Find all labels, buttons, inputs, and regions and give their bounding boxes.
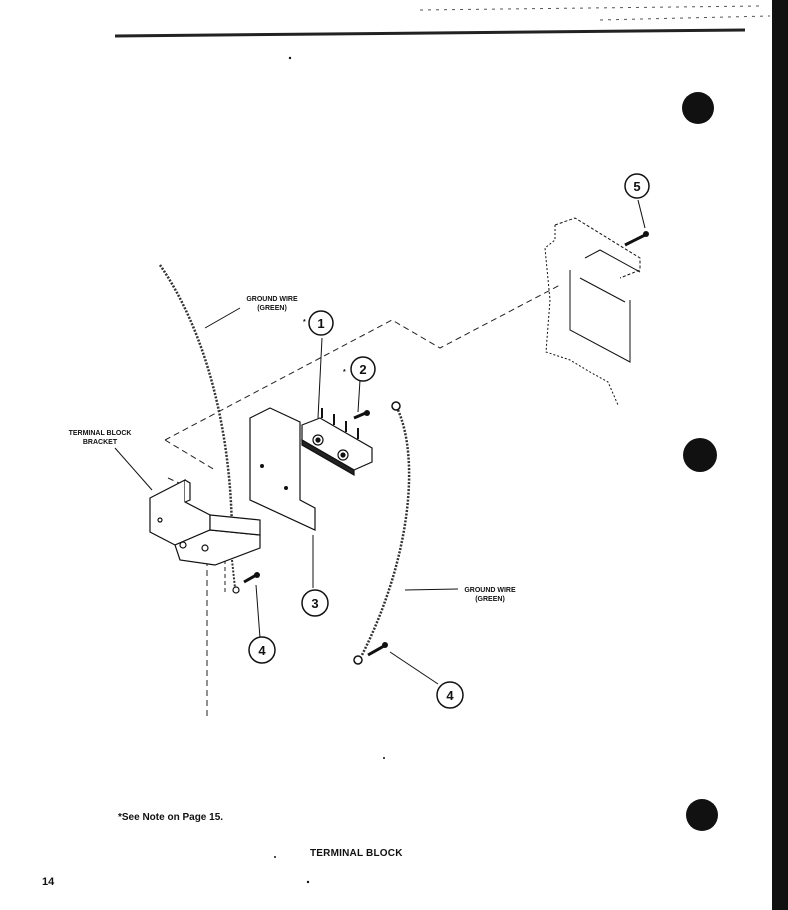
binder-hole-top bbox=[682, 92, 714, 124]
leader-4-left bbox=[255, 584, 261, 639]
svg-text:5: 5 bbox=[633, 179, 640, 194]
leader-ground-wire-bottom bbox=[404, 588, 459, 591]
label-terminal-block-bracket-2: BRACKET bbox=[83, 439, 118, 446]
label-ground-wire-bottom-1: GROUND WIRE bbox=[464, 587, 516, 594]
leader-1 bbox=[317, 337, 323, 419]
svg-text:4: 4 bbox=[446, 688, 454, 703]
top-scan-rule bbox=[114, 28, 746, 38]
screw-4-left-head bbox=[254, 572, 260, 578]
ground-wire-right bbox=[360, 409, 411, 656]
svg-text:1: 1 bbox=[317, 316, 324, 331]
callout-4-right: 4 bbox=[436, 681, 464, 709]
ground-wire-left-end bbox=[231, 559, 236, 589]
label-ground-wire-bottom-2: (GREEN) bbox=[475, 596, 505, 603]
binder-hole-middle bbox=[683, 438, 717, 472]
speck bbox=[306, 880, 310, 884]
label-ground-wire-top-1: GROUND WIRE bbox=[246, 296, 298, 303]
speck bbox=[383, 757, 385, 759]
label-ground-wire-top-2: (GREEN) bbox=[257, 305, 287, 312]
svg-text:3: 3 bbox=[311, 596, 318, 611]
svg-text:4: 4 bbox=[258, 643, 266, 658]
leader-2 bbox=[357, 379, 361, 413]
binder-hole-bottom bbox=[686, 799, 718, 831]
wire-terminal-left bbox=[232, 586, 240, 594]
control-box-panel bbox=[544, 217, 641, 406]
screw-5-head bbox=[643, 231, 649, 237]
screw-4-right-head bbox=[382, 642, 388, 648]
plate-hole-1 bbox=[260, 464, 264, 468]
svg-text:2: 2 bbox=[359, 362, 366, 377]
asterisk-1: * bbox=[303, 319, 306, 326]
leader-terminal-block-bracket bbox=[114, 447, 153, 491]
speck bbox=[288, 56, 292, 60]
page-number: 14 bbox=[42, 876, 55, 888]
plate-hole-2 bbox=[284, 486, 288, 490]
speck bbox=[274, 856, 276, 858]
terminal-block-bracket bbox=[149, 479, 261, 566]
footnote: *See Note on Page 15. bbox=[118, 812, 224, 823]
label-terminal-block-bracket-1: TERMINAL BLOCK bbox=[69, 430, 132, 437]
callout-5: 5 bbox=[624, 173, 650, 199]
asterisk-2: * bbox=[343, 369, 346, 376]
leader-5 bbox=[637, 199, 646, 229]
screw-4-right bbox=[367, 644, 385, 657]
ground-wire-left bbox=[158, 264, 234, 541]
callout-3: 3 bbox=[301, 589, 329, 617]
leader-4-right bbox=[389, 651, 439, 685]
screw-2-head bbox=[364, 410, 370, 416]
right-scan-edge bbox=[772, 0, 788, 910]
insulator-plate bbox=[249, 407, 316, 531]
screw-5 bbox=[624, 233, 646, 247]
leader-ground-wire-top bbox=[204, 307, 241, 329]
top-scan-noise bbox=[419, 5, 771, 21]
callout-2: 2 bbox=[350, 356, 376, 382]
figure-title: TERMINAL BLOCK bbox=[310, 848, 403, 859]
callout-4-left: 4 bbox=[248, 636, 276, 664]
callout-1: 1 bbox=[308, 310, 334, 336]
wire-terminal-top bbox=[391, 401, 401, 411]
wire-terminal-bottom bbox=[353, 655, 363, 665]
terminal-block bbox=[301, 408, 373, 477]
